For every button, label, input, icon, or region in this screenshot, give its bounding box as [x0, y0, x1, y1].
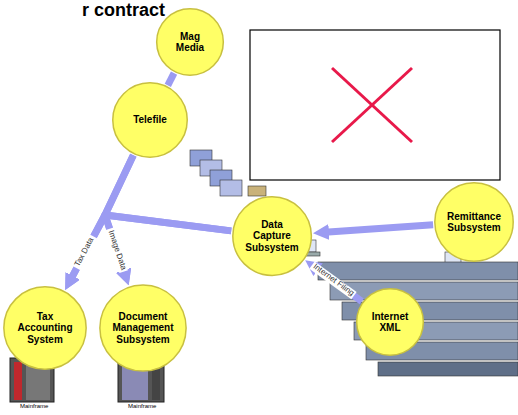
flow-connector — [105, 215, 231, 274]
computer-stack — [190, 150, 266, 196]
subsystem-circle: Document Management Subsystem — [99, 284, 187, 372]
flow-connector — [71, 215, 231, 279]
subsystem-circle: Data Capture Subsystem — [232, 196, 312, 276]
subsystem-circle: Tax Accounting System — [3, 286, 87, 370]
subsystem-circle: Remittance Subsystem — [434, 182, 514, 262]
red-x — [332, 68, 412, 142]
flow-connector — [168, 73, 174, 85]
subsystem-circle: Telefile — [112, 82, 188, 158]
edge-label: Internet Filing — [310, 262, 358, 300]
subsystem-circle: Mag Media — [156, 8, 224, 76]
node-text: Mag Media — [165, 31, 216, 54]
node-text: Tax Accounting System — [14, 311, 77, 346]
node-text: Internet XML — [365, 311, 416, 334]
subsystem-circle: Internet XML — [356, 288, 424, 356]
edge-label: Tax Data — [73, 235, 97, 271]
mainframe-label: Mainframe — [128, 403, 156, 409]
node-text: Telefile — [133, 114, 167, 126]
node-text: Remittance Subsystem — [444, 211, 504, 234]
flow-connector — [325, 225, 433, 232]
mainframe-label: Mainframe — [20, 403, 48, 409]
edge-label: Image Data — [105, 227, 128, 273]
node-text: Document Management Subsystem — [110, 311, 176, 346]
image-placeholder — [250, 30, 500, 180]
node-text: Data Capture Subsystem — [242, 219, 302, 254]
title: r contract — [82, 0, 165, 21]
